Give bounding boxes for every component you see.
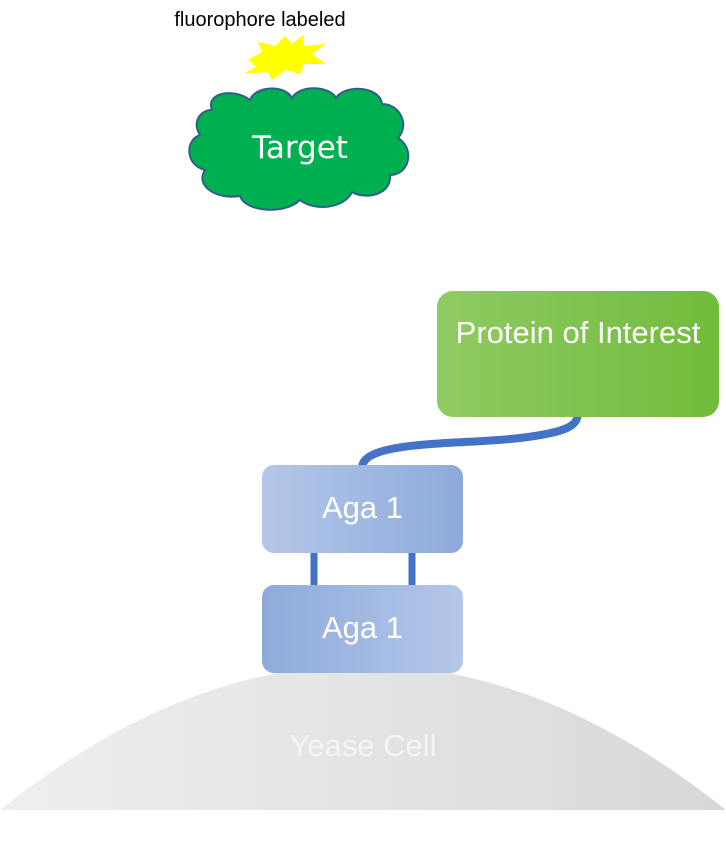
- fluorophore-label: fluorophore labeled: [174, 9, 346, 31]
- yeast-cell-label: Yease Cell: [289, 728, 437, 763]
- aga1-bottom-label: Aga 1: [321, 610, 403, 645]
- protein-of-interest-label: Protein of Interest: [455, 315, 701, 350]
- fluorophore-star-icon: [244, 35, 326, 80]
- aga1-bottom-box: [262, 585, 463, 673]
- protein-of-interest-box: [437, 291, 719, 417]
- tether-linker: [358, 408, 582, 472]
- aga1-top-label: Aga 1: [321, 490, 403, 525]
- target-label: Target: [252, 130, 348, 166]
- aga1-top-box: [262, 465, 463, 553]
- target-cloud: [188, 87, 410, 211]
- yeast-cell: [0, 665, 726, 810]
